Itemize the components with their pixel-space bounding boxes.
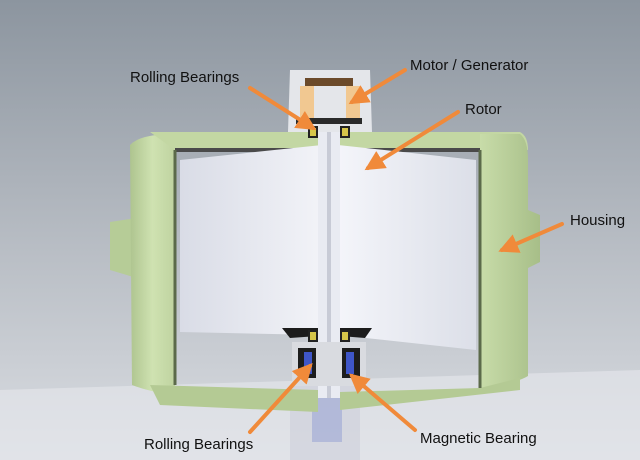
label-rolling-bearings-top: Rolling Bearings bbox=[130, 69, 240, 86]
arrow-housing bbox=[498, 222, 564, 253]
callout-arrows bbox=[248, 68, 564, 434]
arrow-motor-generator bbox=[348, 68, 407, 105]
housing bbox=[110, 132, 540, 412]
label-housing: Housing bbox=[570, 212, 626, 229]
arrow-rolling-bearings-bottom bbox=[248, 363, 313, 434]
motor-generator bbox=[288, 70, 372, 132]
top-rolling-bearings bbox=[308, 126, 350, 138]
label-rolling-bearings-bottom: Rolling Bearings bbox=[144, 436, 254, 453]
arrow-magnetic-bearing bbox=[348, 373, 417, 432]
label-motor-generator: Motor / Generator bbox=[410, 57, 529, 74]
label-rotor: Rotor bbox=[465, 101, 502, 118]
rotor bbox=[180, 78, 476, 398]
arrow-rotor bbox=[364, 110, 460, 171]
label-magnetic-bearing: Magnetic Bearing bbox=[420, 430, 537, 447]
arrow-rolling-bearings-top bbox=[248, 86, 317, 131]
